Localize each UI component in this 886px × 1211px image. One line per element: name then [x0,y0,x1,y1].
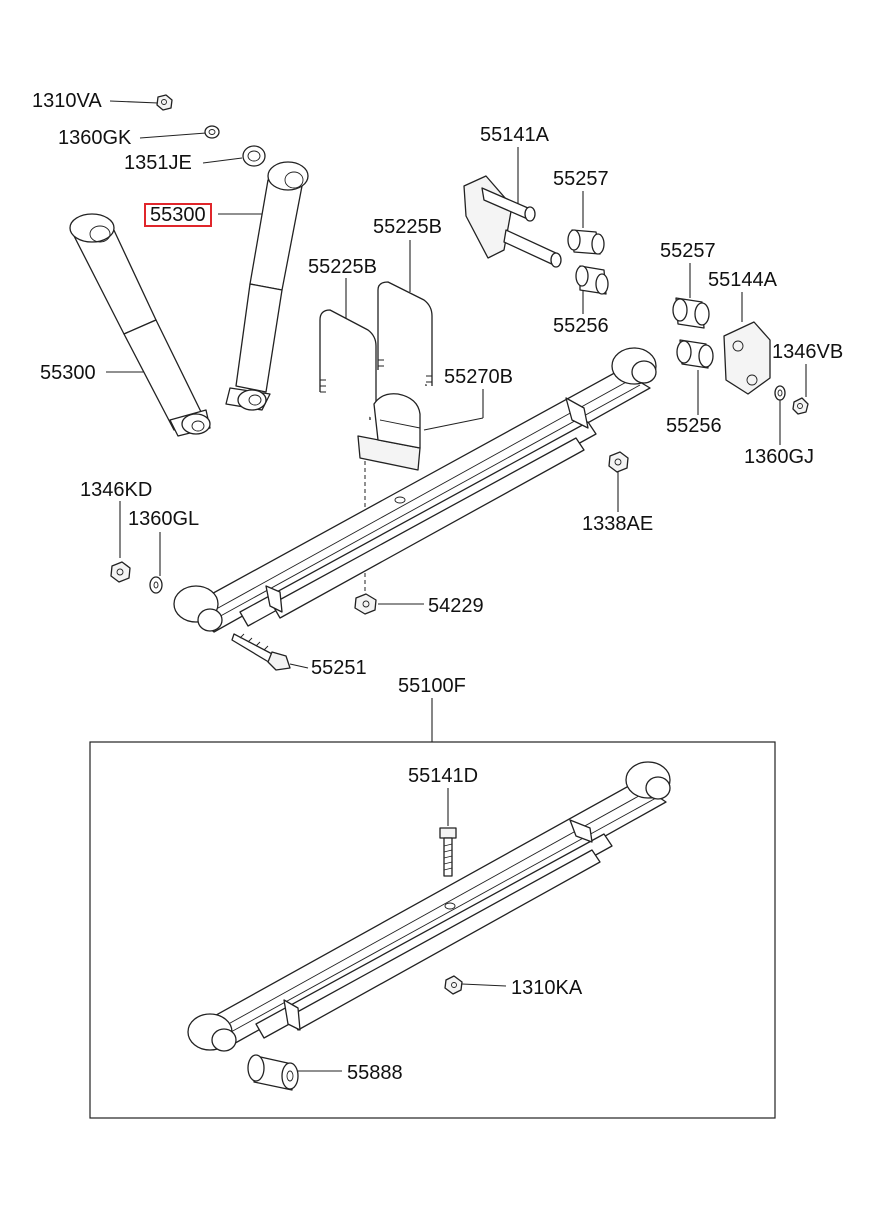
nut-1310KA [444,975,463,995]
label-55256-b: 55256 [666,415,722,437]
label-1360GL: 1360GL [128,508,200,530]
label-1310KA: 1310KA [511,977,583,999]
label-55888: 55888 [347,1062,403,1084]
label-55251: 55251 [311,657,367,679]
label-55225B-b: 55225B [373,216,442,238]
label-1346VB: 1346VB [772,341,844,363]
washer-1351JE [242,145,266,167]
label-55225B-a: 55225B [308,256,377,278]
label-55300-highlighted[interactable]: 55300 [144,203,212,227]
shock-absorber-55300-right [225,161,309,411]
bolt-55251 [231,633,291,671]
nut-1346KD [110,561,131,583]
label-55256-a: 55256 [553,315,609,337]
bump-stopper-55270B [357,393,421,471]
shackle-pin-55141A [463,175,562,268]
label-55144A: 55144A [708,269,777,291]
label-1310VA: 1310VA [32,90,102,112]
assembly-box-55100F [89,741,776,1119]
label-55141A: 55141A [480,124,549,146]
u-bolt-55225B-b [377,281,433,386]
nut-54229 [354,593,377,615]
label-55100F: 55100F [398,675,466,697]
washer-1360GK [204,125,220,139]
center-bolt-55141D [439,827,457,877]
leaf-spring-upper [173,347,657,633]
bushing-55257-a [567,229,605,255]
bushing-55256-b [676,339,714,369]
label-55257-b: 55257 [660,240,716,262]
u-bolt-55225B-a [319,309,377,420]
nut-1310VA [156,94,173,111]
label-55141D: 55141D [408,765,479,787]
nut-1346VB [792,397,809,415]
label-1338AE: 1338AE [582,513,654,535]
label-1360GJ: 1360GJ [744,446,815,468]
label-55270B: 55270B [444,366,513,388]
label-1346KD: 1346KD [80,479,153,501]
shock-absorber-55300-left [69,213,211,437]
bushing-55256-a [575,265,609,295]
label-1360GK: 1360GK [58,127,132,149]
label-55300: 55300 [40,362,96,384]
label-1351JE: 1351JE [124,152,192,174]
label-54229: 54229 [428,595,484,617]
label-55257-a: 55257 [553,168,609,190]
bushing-55888 [247,1054,299,1091]
washer-1360GJ [774,385,786,401]
nut-1338AE [608,451,629,473]
shackle-plate-55144A [723,321,771,395]
bushing-55257-b [672,297,710,329]
leaf-spring-lower [187,761,671,1052]
washer-1360GL [149,576,163,594]
